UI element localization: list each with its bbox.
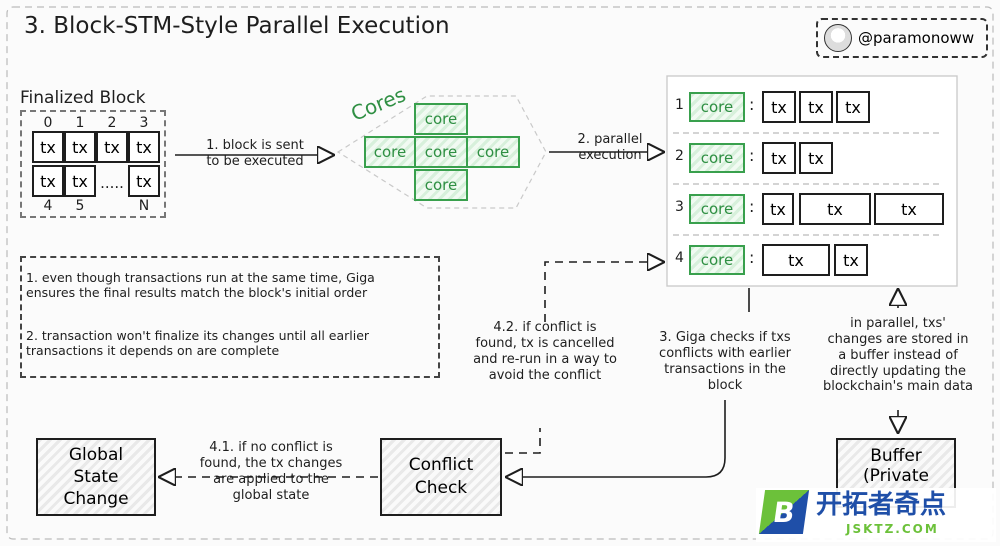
author-handle: @paramonoww: [858, 29, 975, 47]
block-index-4: 4: [43, 198, 53, 214]
row-core: core: [689, 92, 745, 122]
watermark-name: 开拓者奇点: [816, 490, 947, 520]
row-separator: :: [749, 95, 755, 114]
row-core: core: [689, 194, 745, 224]
block-tx-cell: tx: [64, 165, 96, 197]
block-index-0: 0: [43, 115, 53, 131]
row-tx: tx: [799, 91, 833, 123]
core-cell-bottom: core: [414, 169, 468, 201]
row-core: core: [689, 245, 745, 275]
step2-label: 2. parallel execution: [577, 132, 643, 163]
block-tx-cell: tx: [128, 165, 160, 197]
row-separator: :: [749, 197, 755, 216]
step3-label: 3. Giga checks if txs conflicts with ear…: [659, 330, 791, 393]
row-separator: :: [749, 248, 755, 267]
row-tx: tx: [762, 142, 796, 174]
row-tx: tx: [799, 142, 833, 174]
note-2: 2. transaction won't finalize its change…: [26, 328, 370, 359]
watermark-logo-icon: B: [758, 490, 810, 534]
outer-frame: [6, 6, 994, 540]
core-cell-center: core: [414, 136, 468, 168]
step41-label: 4.1. if no conflict is found, the tx cha…: [199, 440, 343, 503]
note-1: 1. even though transactions run at the s…: [26, 270, 375, 301]
avatar-icon: [824, 24, 852, 52]
arrow-rows-to-conflict-check: [507, 288, 750, 477]
watermark: B 开拓者奇点 JSKTZ.COM: [756, 488, 996, 542]
global-state-box: Global State Change: [36, 438, 156, 516]
buffer-note: in parallel, txs' changes are stored in …: [822, 316, 974, 395]
arrow-rerun-to-row4: [505, 262, 663, 454]
row-number: 2: [675, 148, 684, 164]
block-tx-cell: tx: [32, 131, 64, 163]
row-tx: tx: [762, 91, 796, 123]
block-tx-cell: tx: [128, 131, 160, 163]
core-cell-left: core: [364, 136, 416, 168]
author-tag: @paramonoww: [816, 18, 988, 58]
block-tx-cell: tx: [64, 131, 96, 163]
row-number: 4: [675, 250, 684, 266]
row-tx: tx: [762, 193, 794, 225]
block-index-3: 3: [139, 115, 149, 131]
row-number: 3: [675, 199, 684, 215]
block-index-5: 5: [75, 198, 85, 214]
row-tx: tx: [834, 244, 868, 276]
core-cell-top: core: [414, 103, 468, 135]
conflict-check-box: Conflict Check: [380, 438, 502, 516]
row-tx: tx: [836, 91, 870, 123]
block-tx-cell: tx: [32, 165, 64, 197]
core-cell-right: core: [466, 136, 520, 168]
page-title: 3. Block-STM-Style Parallel Execution: [24, 13, 450, 39]
step1-label: 1. block is sent to be executed: [206, 138, 304, 169]
row-separator: :: [749, 146, 755, 165]
step42-label: 4.2. if conflict is found, tx is cancell…: [473, 320, 617, 383]
row-tx: tx: [799, 193, 871, 225]
block-index-1: 1: [75, 115, 85, 131]
watermark-domain: JSKTZ.COM: [846, 522, 939, 536]
finalized-block-frame: [20, 110, 166, 218]
notes-box: [20, 256, 440, 378]
row-tx: tx: [762, 244, 830, 276]
block-index-n: N: [138, 198, 150, 214]
row-core: core: [689, 143, 745, 173]
block-tx-cell: tx: [96, 131, 128, 163]
block-ellipsis: .....: [100, 174, 124, 192]
row-number: 1: [675, 97, 684, 113]
finalized-block-label: Finalized Block: [20, 88, 146, 108]
row-tx: tx: [874, 193, 944, 225]
block-index-2: 2: [107, 115, 117, 131]
